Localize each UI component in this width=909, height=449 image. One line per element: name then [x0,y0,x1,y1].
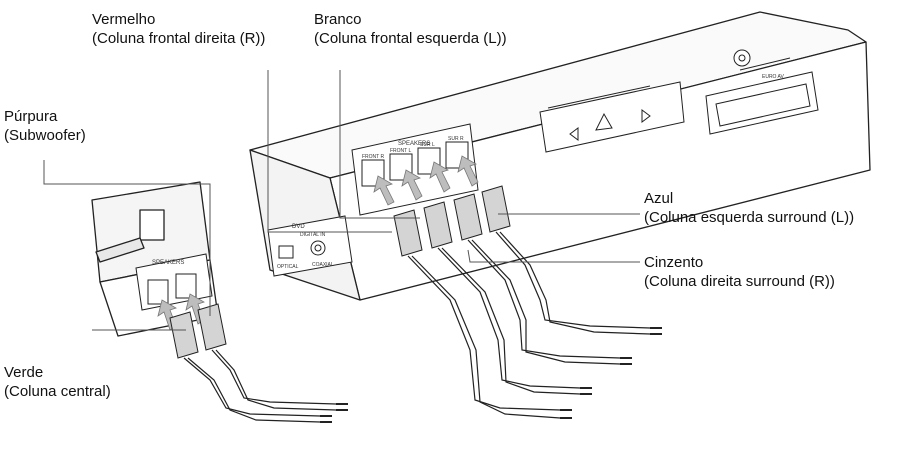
callout-cinzento-desc: (Coluna direita surround (R)) [644,272,835,291]
surr-r-marking: SUR R [448,136,464,142]
callout-cinzento-color: Cinzento [644,253,835,272]
callout-verde-desc: (Coluna central) [4,382,111,401]
callout-purpura-color: Púrpura [4,107,86,126]
right-wire-tips [560,328,662,418]
digital-in-marking: DIGITAL IN [300,232,326,238]
callout-branco-desc: (Coluna frontal esquerda (L)) [314,29,507,48]
front-l-marking: FRONT L [390,148,412,154]
left-wires [184,350,336,422]
callout-verde-color: Verde [4,363,111,382]
left-speakers-marking: SPEAKERS [152,260,184,266]
callout-verde: Verde (Coluna central) [4,363,111,401]
surr-l-marking: SUR L [420,142,435,148]
callout-vermelho: Vermelho (Coluna frontal direita (R)) [92,10,265,48]
euro-av-marking: EURO AV [762,74,785,80]
callout-vermelho-color: Vermelho [92,10,265,29]
callout-cinzento: Cinzento (Coluna direita surround (R)) [644,253,835,291]
coaxial-marking: COAXIAL [312,262,334,268]
front-r-marking: FRONT R [362,154,385,160]
callout-azul-desc: (Coluna esquerda surround (L)) [644,208,854,227]
callout-branco: Branco (Coluna frontal esquerda (L)) [314,10,507,48]
left-wire-tips [320,404,348,422]
callout-azul-color: Azul [644,189,854,208]
optical-marking: OPTICAL [277,264,299,270]
callout-purpura: Púrpura (Subwoofer) [4,107,86,145]
callout-azul: Azul (Coluna esquerda surround (L)) [644,189,854,227]
callout-vermelho-desc: (Coluna frontal direita (R)) [92,29,265,48]
callout-branco-color: Branco [314,10,507,29]
callout-purpura-desc: (Subwoofer) [4,126,86,145]
dvd-marking: DVD [292,224,305,230]
